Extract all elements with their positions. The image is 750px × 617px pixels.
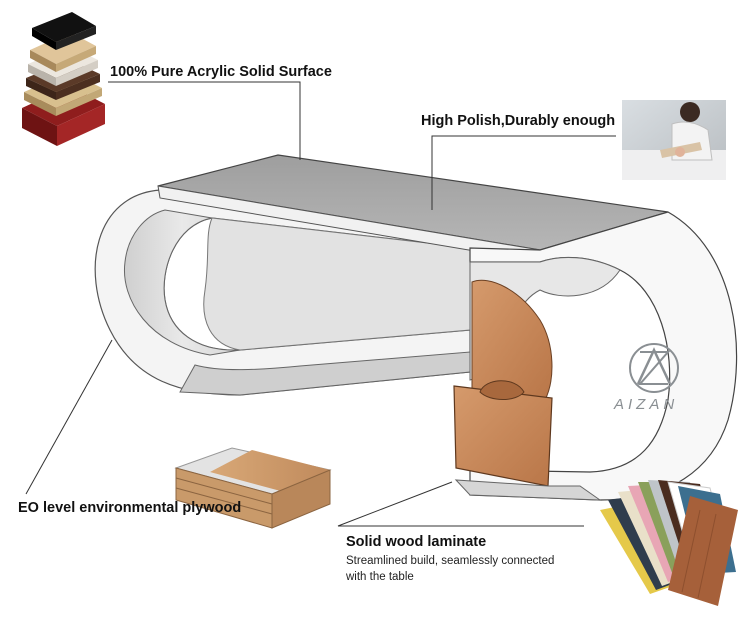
polish-label: High Polish,Durably enough	[421, 113, 616, 129]
desk-body	[94, 154, 738, 501]
polishing-photo	[622, 100, 726, 180]
brand-name: AIZAN	[614, 396, 679, 413]
plywood-sample	[174, 447, 332, 529]
plywood-label: EO level environmental plywood	[18, 500, 242, 516]
laminate-description-line2: with the table	[346, 571, 414, 583]
laminate-swatch-fan	[600, 480, 738, 606]
aizan-logo-icon	[629, 343, 679, 393]
laminate-description-line1: Streamlined build, seamlessly connected	[346, 555, 555, 567]
laminate-title-label: Solid wood laminate	[346, 534, 487, 550]
callout-leader-lines	[25, 81, 616, 527]
material-samples-stack	[22, 12, 105, 146]
acrylic-surface-label: 100% Pure Acrylic Solid Surface	[110, 64, 332, 80]
